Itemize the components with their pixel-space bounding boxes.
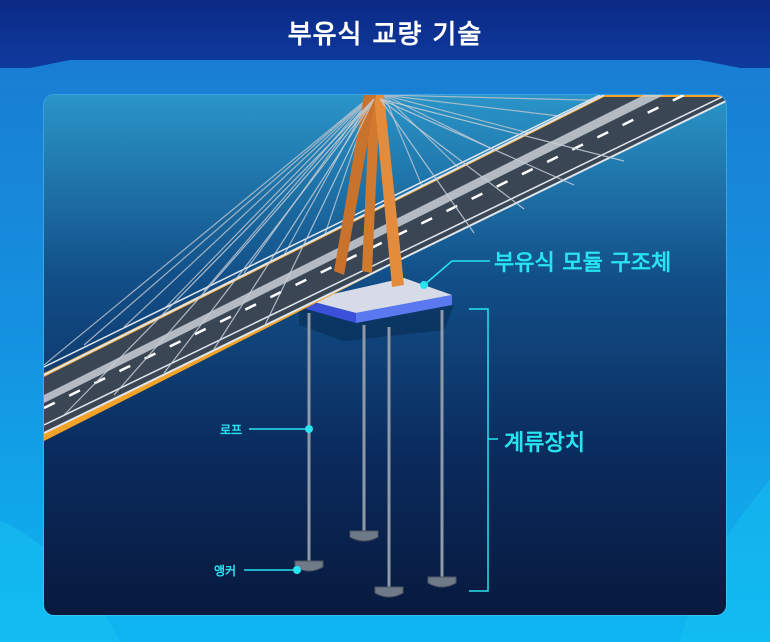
pylon: [334, 95, 404, 287]
mooring-ropes: [307, 310, 444, 589]
diagram-panel: 부유식 모듈 구조체 계류장치 로프 앵커: [44, 95, 726, 615]
mooring-bracket: [469, 308, 489, 592]
anchor-callout: [244, 566, 301, 574]
module-callout: [420, 260, 490, 289]
rope-label: 로프: [220, 423, 243, 437]
floating-module: [306, 278, 452, 323]
stay-cables-front: [63, 98, 625, 416]
module-label: 부유식 모듈 구조체: [494, 251, 672, 276]
rope-callout: [249, 425, 313, 433]
module-shadow: [299, 305, 454, 341]
anchors: [294, 530, 457, 598]
floating-bridge-diagram: [44, 95, 726, 615]
stay-cables: [44, 95, 625, 366]
anchor-label: 앵커: [214, 564, 237, 578]
page-title: 부유식 교량 기술: [287, 20, 483, 50]
mooring-label: 계류장치: [504, 431, 585, 456]
